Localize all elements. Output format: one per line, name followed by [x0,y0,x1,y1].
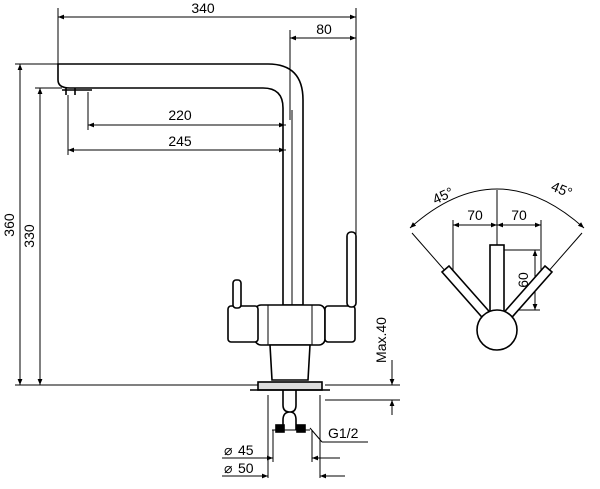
dim-spout-gap: 60 [515,272,531,288]
dim-thread: G1/2 [328,425,359,441]
supply-hoses [282,390,297,430]
countertop [257,381,323,391]
angle-arc [409,188,585,229]
faucet-top-view [409,188,585,351]
dim-spout-reach-inner: 220 [168,107,192,123]
body-main [254,304,326,346]
dim-total-height: 360 [1,213,17,237]
dim-hole-min: 45 [238,442,254,458]
spout-outline [57,63,304,306]
dim-offset-left: 70 [467,207,483,223]
dim-spout-offset: 80 [316,21,332,37]
dim-offset-right: 70 [511,207,527,223]
side-cartridge-left [227,305,259,343]
faucet-side-view [57,63,357,433]
dim-spout-reach-outer: 245 [168,133,192,149]
diameter-symbol-45: ⌀ [224,442,232,458]
dim-max-thickness: Max.40 [373,317,389,363]
body-top-circle [476,309,518,351]
base-column [269,344,311,381]
dim-total-width: 340 [191,0,215,16]
angle-left-label: 45° [430,184,456,207]
dimension-lines [15,8,400,479]
spout-top [489,244,505,321]
diameter-symbol-50: ⌀ [224,460,232,476]
angle-right-label: 45° [549,178,575,201]
lever-right [346,231,357,308]
dim-hole-max: 50 [238,460,254,476]
side-cartridge-right [324,305,356,343]
dim-spout-height: 330 [21,224,37,248]
lever-left [232,279,242,309]
